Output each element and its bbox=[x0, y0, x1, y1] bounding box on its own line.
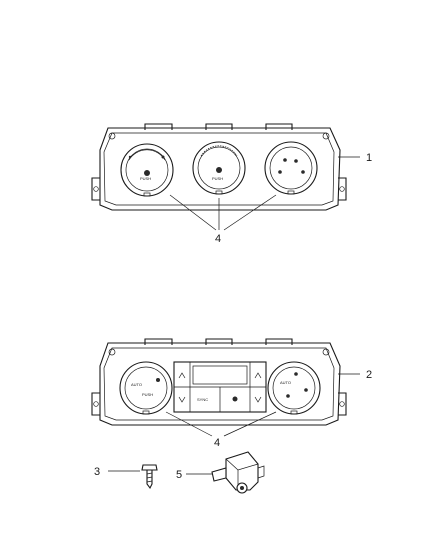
fan-speed-knob: PUSH bbox=[120, 143, 174, 197]
auto-label-right: AUTO bbox=[280, 380, 291, 385]
button-cluster: SYNC bbox=[173, 361, 267, 413]
control-panel-automatic: AUTO PUSH SYNC bbox=[91, 338, 347, 426]
callout-2: 2 bbox=[366, 369, 372, 381]
callout-4-bottom: 4 bbox=[214, 437, 220, 449]
callout-1: 1 bbox=[366, 152, 372, 164]
left-temperature-knob: AUTO PUSH bbox=[119, 361, 173, 415]
right-temperature-knob: AUTO bbox=[267, 361, 321, 415]
callout-3: 3 bbox=[94, 466, 100, 478]
push-label-center: PUSH bbox=[212, 176, 223, 181]
sync-label: SYNC bbox=[197, 397, 208, 402]
arrow-down-icon bbox=[178, 396, 186, 403]
fan-icon bbox=[144, 170, 150, 176]
arrow-up-icon bbox=[178, 372, 186, 379]
callout-5: 5 bbox=[176, 469, 182, 481]
push-label-lower: PUSH bbox=[142, 392, 153, 397]
defrost-icon bbox=[278, 158, 305, 174]
recirculation-icon bbox=[232, 396, 238, 402]
temperature-knob: PUSH bbox=[192, 141, 246, 195]
snowflake-icon bbox=[216, 167, 222, 173]
callout-4-top: 4 bbox=[215, 233, 221, 245]
connector bbox=[211, 451, 265, 494]
push-label-left: PUSH bbox=[140, 176, 151, 181]
mode-knob bbox=[264, 141, 318, 195]
control-panel-manual: PUSH PUSH bbox=[91, 123, 347, 211]
auto-label-left: AUTO bbox=[131, 382, 142, 387]
screw bbox=[141, 464, 158, 490]
